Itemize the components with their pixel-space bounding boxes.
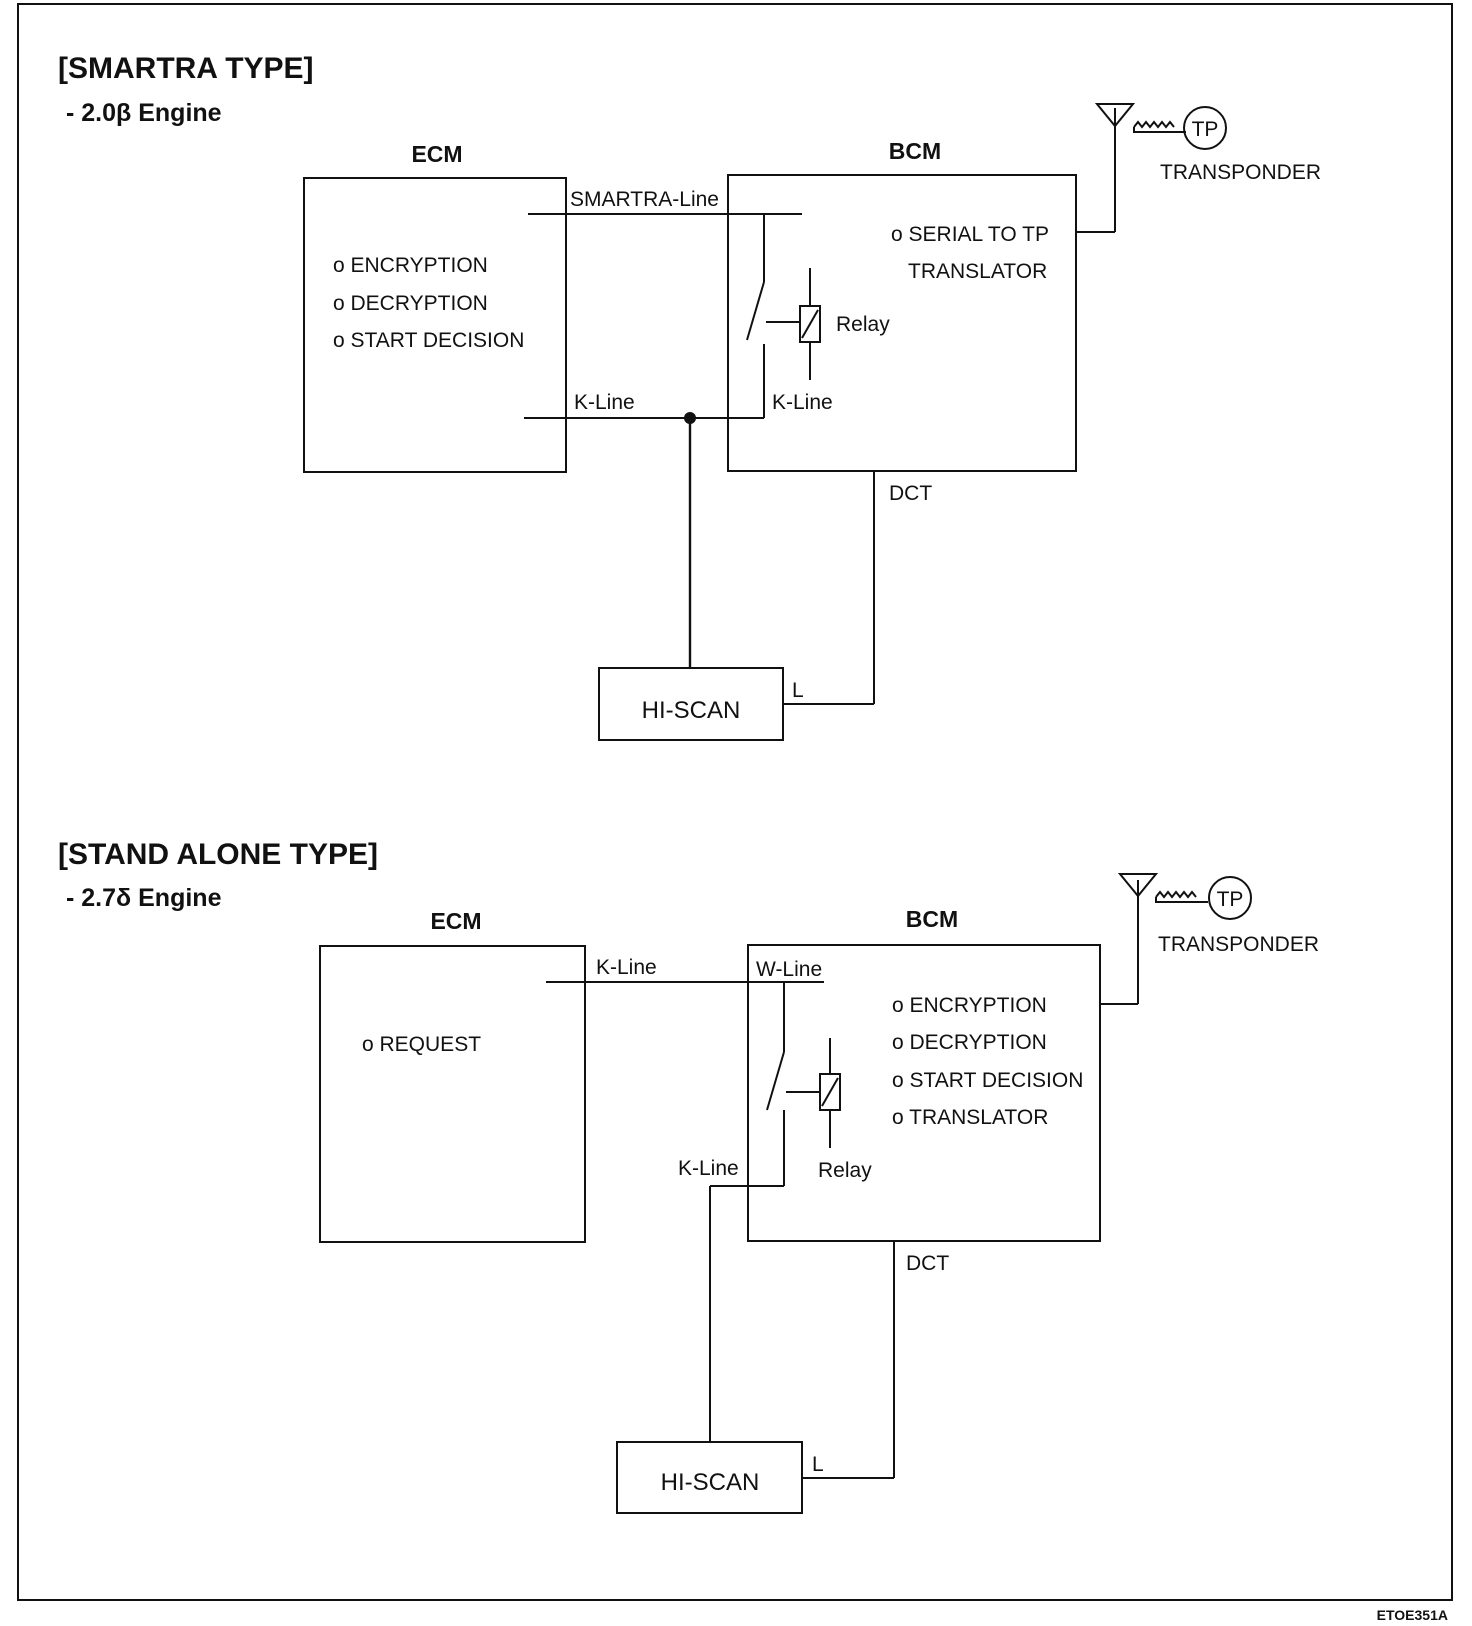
relay-label: Relay (818, 1159, 872, 1182)
bcm-function-translator: TRANSLATOR (908, 260, 1047, 283)
relay-switch-contact (766, 1051, 785, 1111)
ecm-label: ECM (411, 141, 462, 167)
section-subtitle: - 2.0β Engine (66, 99, 222, 127)
bcm-box (727, 174, 1077, 472)
hi-scan-label: HI-SCAN (642, 697, 741, 724)
key-icon (1155, 890, 1208, 903)
hi-scan-label: HI-SCAN (661, 1469, 760, 1496)
dct-label: DCT (889, 482, 932, 505)
ecm-box (319, 945, 586, 1243)
bcm-function-encryption: o ENCRYPTION (892, 994, 1047, 1017)
relay-label: Relay (836, 313, 890, 336)
ecm-k-line-label: K-Line (596, 956, 657, 979)
bcm-function-start-decision: o START DECISION (892, 1069, 1083, 1092)
ecm-label: ECM (430, 908, 481, 934)
bcm-function-decryption: o DECRYPTION (892, 1031, 1047, 1054)
bcm-function-translator: o TRANSLATOR (892, 1106, 1048, 1129)
ecm-box (303, 177, 567, 473)
transponder-label: TRANSPONDER (1160, 161, 1321, 184)
diagram-frame (17, 3, 1453, 1601)
key-tag-label: TP (1217, 888, 1244, 911)
ecm-function-request: o REQUEST (362, 1033, 481, 1056)
ecm-function-decryption: o DECRYPTION (333, 292, 488, 315)
dct-label: DCT (906, 1252, 949, 1275)
k-line-label: K-Line (678, 1157, 739, 1180)
section-smartra: [SMARTRA TYPE] - 2.0β Engine ECM o ENCRY… (58, 52, 1321, 741)
bcm-label: BCM (889, 138, 941, 164)
section-subtitle: - 2.7δ Engine (66, 884, 222, 912)
transponder-label: TRANSPONDER (1158, 933, 1319, 956)
ecm-function-encryption: o ENCRYPTION (333, 254, 488, 277)
key-tag-label: TP (1192, 118, 1219, 141)
diagram-code: ETOE351A (1377, 1607, 1448, 1623)
transponder-key-tag (1208, 876, 1252, 920)
section-title: [STAND ALONE TYPE] (58, 838, 378, 871)
ecm-k-line-label: K-Line (574, 391, 635, 414)
section-stand-alone: [STAND ALONE TYPE] - 2.7δ Engine ECM o R… (58, 838, 1319, 1514)
bcm-function-serial-to-tp: o SERIAL TO TP (891, 223, 1049, 246)
bcm-box (747, 944, 1101, 1242)
ecm-function-start-decision: o START DECISION (333, 329, 524, 352)
scan-port-label: L (792, 679, 804, 702)
bcm-label: BCM (906, 906, 958, 932)
antenna-icon (1117, 873, 1159, 898)
hi-scan-box (598, 667, 784, 741)
relay-switch-contact (746, 281, 765, 341)
hi-scan-box (616, 1441, 803, 1514)
w-line-label: W-Line (756, 958, 822, 981)
bcm-k-line-label: K-Line (772, 391, 833, 414)
smartra-line-label: SMARTRA-Line (570, 188, 719, 211)
transponder-key-tag (1183, 106, 1227, 150)
key-icon (1133, 120, 1186, 133)
antenna-icon (1094, 103, 1136, 128)
scan-port-label: L (812, 1453, 824, 1476)
section-title: [SMARTRA TYPE] (58, 52, 314, 85)
